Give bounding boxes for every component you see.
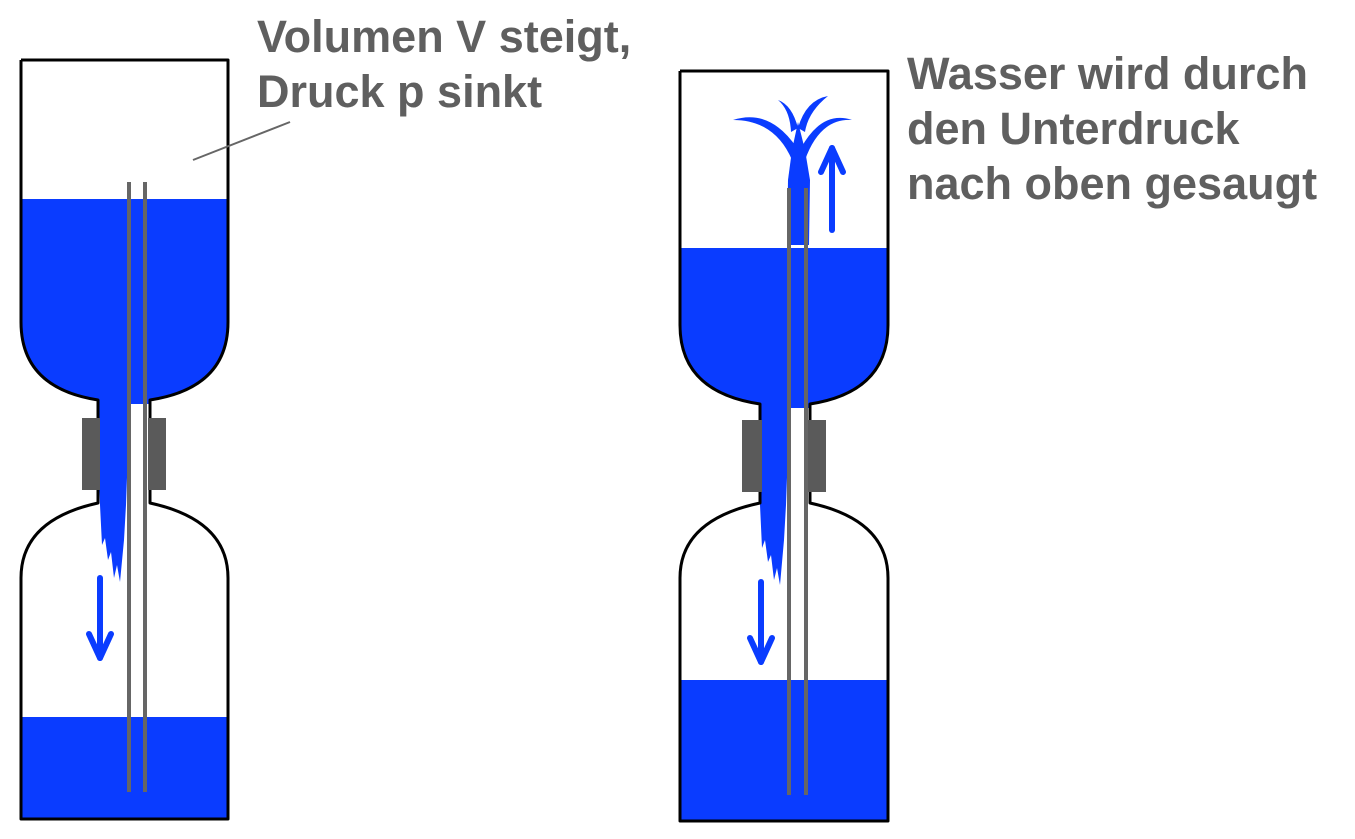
right-collar-right <box>808 420 826 492</box>
right-lower-bottle <box>678 488 890 823</box>
left-apparatus <box>19 58 291 821</box>
arrow-down-icon <box>747 579 775 665</box>
right-collar-left <box>742 420 762 492</box>
arrow-down-icon <box>86 575 114 661</box>
left-upper-bottle-side <box>19 60 100 420</box>
arrow-up-icon <box>818 145 846 233</box>
right-falling-water <box>758 404 790 585</box>
left-annotation-leader <box>192 121 291 161</box>
left-falling-water <box>98 400 130 582</box>
right-apparatus <box>678 69 890 823</box>
right-upper-bottle-side <box>678 71 762 420</box>
right-annotation-line-1: Wasser wird durch <box>907 48 1308 99</box>
left-upper-bottle <box>21 58 230 420</box>
left-lower-water <box>21 717 228 819</box>
left-annotation-line-2: Druck p sinkt <box>257 66 543 117</box>
right-annotation: Wasser wird durch den Unterdruck nach ob… <box>907 46 1317 211</box>
right-lower-water <box>680 680 888 821</box>
right-upper-bottle <box>680 69 890 420</box>
right-annotation-line-3: nach oben gesaugt <box>907 158 1318 209</box>
right-annotation-line-2: den Unterdruck <box>907 103 1240 154</box>
left-collar-left <box>82 418 100 490</box>
left-lower-bottle <box>19 488 230 821</box>
left-annotation: Volumen V steigt, Druck p sinkt <box>257 9 631 119</box>
right-upper-water <box>680 248 888 408</box>
left-annotation-line-1: Volumen V steigt, <box>257 11 632 62</box>
left-collar-right <box>148 418 166 490</box>
left-upper-water <box>21 199 228 404</box>
